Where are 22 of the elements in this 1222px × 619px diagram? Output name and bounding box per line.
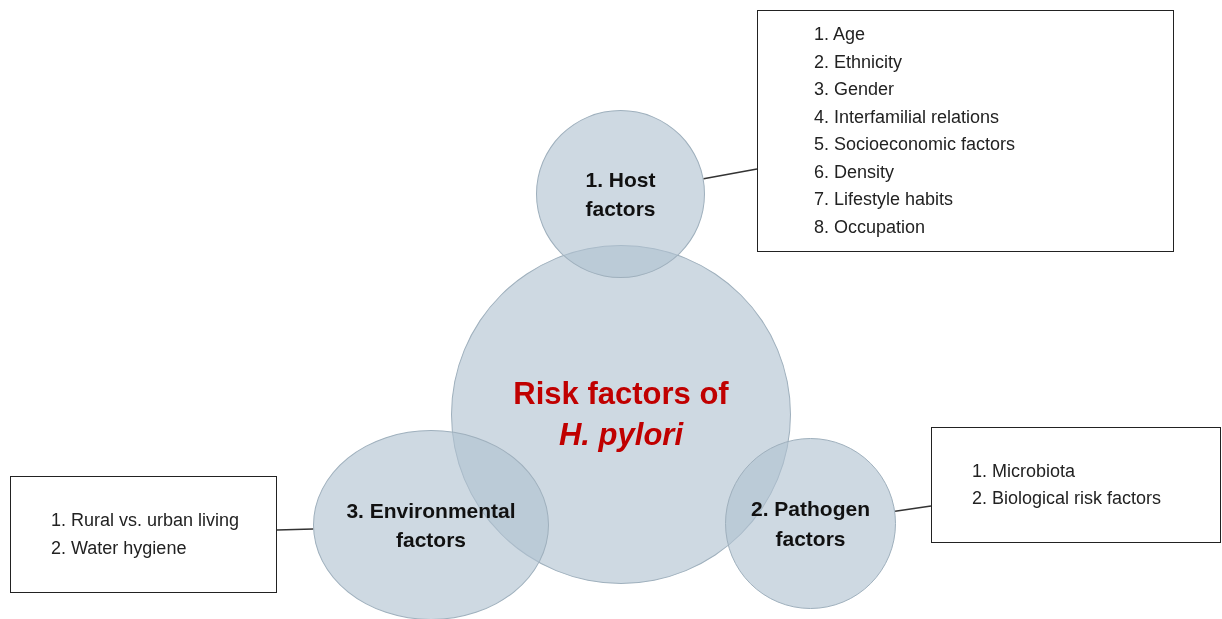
factor-heading: 2. Pathogen factors bbox=[750, 496, 871, 552]
leader-line bbox=[702, 168, 758, 180]
list-item: 1. Microbiota bbox=[972, 459, 1077, 483]
leader-line bbox=[894, 505, 932, 512]
factor-heading: 3. Environmental factors bbox=[345, 497, 517, 553]
list-item: 6. Density bbox=[814, 160, 896, 184]
list-item: 2. Water hygiene bbox=[51, 536, 188, 560]
leader-line bbox=[276, 528, 314, 531]
list-item: 2. Ethnicity bbox=[814, 50, 904, 74]
list-item: 1. Rural vs. urban living bbox=[51, 509, 241, 532]
list-box bbox=[10, 476, 277, 593]
list-box bbox=[757, 10, 1174, 252]
list-item: 8. Occupation bbox=[814, 215, 927, 239]
factor-heading: 1. Host factors bbox=[584, 166, 657, 222]
list-box bbox=[931, 427, 1221, 543]
list-item: 1. Age bbox=[814, 23, 867, 46]
list-item: 2. Biological risk factors bbox=[972, 487, 1163, 510]
node-label: Risk factors of H. pylori bbox=[512, 375, 730, 454]
list-item: 4. Interfamilial relations bbox=[814, 105, 1001, 129]
list-item: 3. Gender bbox=[814, 78, 896, 101]
list-item: 5. Socioeconomic factors bbox=[814, 133, 1017, 156]
list-item: 7. Lifestyle habits bbox=[814, 188, 955, 211]
